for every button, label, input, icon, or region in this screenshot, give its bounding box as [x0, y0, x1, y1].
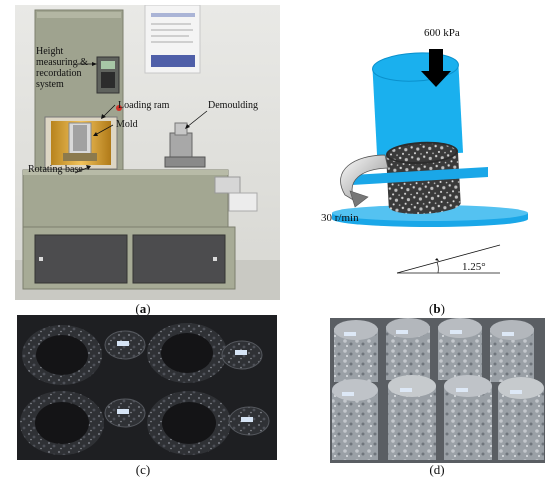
panel-a-photo: [15, 5, 280, 300]
grey-specimens-illustration: [330, 318, 545, 463]
label-demoulding: Demoulding: [208, 100, 258, 111]
load-arrow-icon: [421, 71, 451, 87]
label-rotating-base: Rotating base: [28, 164, 83, 175]
loading-cylinder: [372, 64, 464, 158]
gyratory-schematic: [332, 49, 528, 274]
label-pressure: 600 kPa: [424, 27, 460, 39]
panel-c-photo: [17, 315, 277, 460]
caption-a: (a): [135, 301, 151, 316]
label-mold: Mold: [116, 119, 138, 130]
caption-c: (c): [135, 462, 151, 477]
label-speed: 30 r/min: [321, 212, 359, 224]
caption-d: (d): [429, 462, 445, 477]
panel-d-photo: [330, 318, 545, 463]
caption-b: (b): [429, 301, 445, 316]
hollow-specimens-illustration: [17, 315, 277, 460]
label-loading-ram: Loading ram: [118, 100, 170, 111]
rotation-arrow-icon: [340, 154, 389, 203]
label-height-system: Height measuring & recordation system: [36, 46, 88, 90]
compactor-illustration: [15, 5, 280, 300]
label-angle: 1.25°: [462, 261, 486, 273]
panel-b-schematic: [300, 5, 550, 300]
